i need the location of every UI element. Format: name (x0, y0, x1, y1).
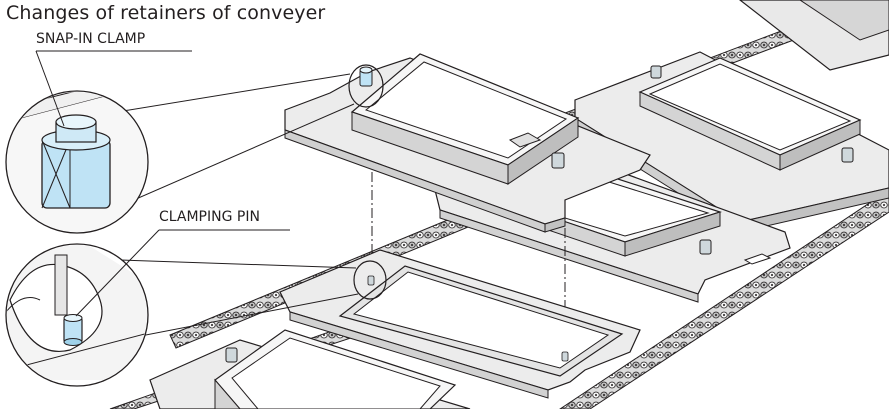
diagram-title: Changes of retainers of conveyer (6, 2, 326, 24)
callout-leaders (35, 50, 290, 317)
base-plate-lower (279, 249, 641, 399)
alignment-lines (371, 172, 566, 355)
callout-snap-in-clamp: SNAP-IN CLAMP (36, 31, 146, 47)
zoom-snap-in-clamp (5, 90, 149, 234)
callout-clamping-pin: CLAMPING PIN (159, 209, 260, 225)
detail-marker-pin (353, 260, 387, 300)
retainer-rear-top (739, 0, 889, 71)
retainer-top-exploded (284, 53, 651, 233)
detail-marker-snap (348, 64, 384, 108)
retainer-front (149, 329, 471, 409)
zoom-clamping-pin (5, 243, 149, 387)
